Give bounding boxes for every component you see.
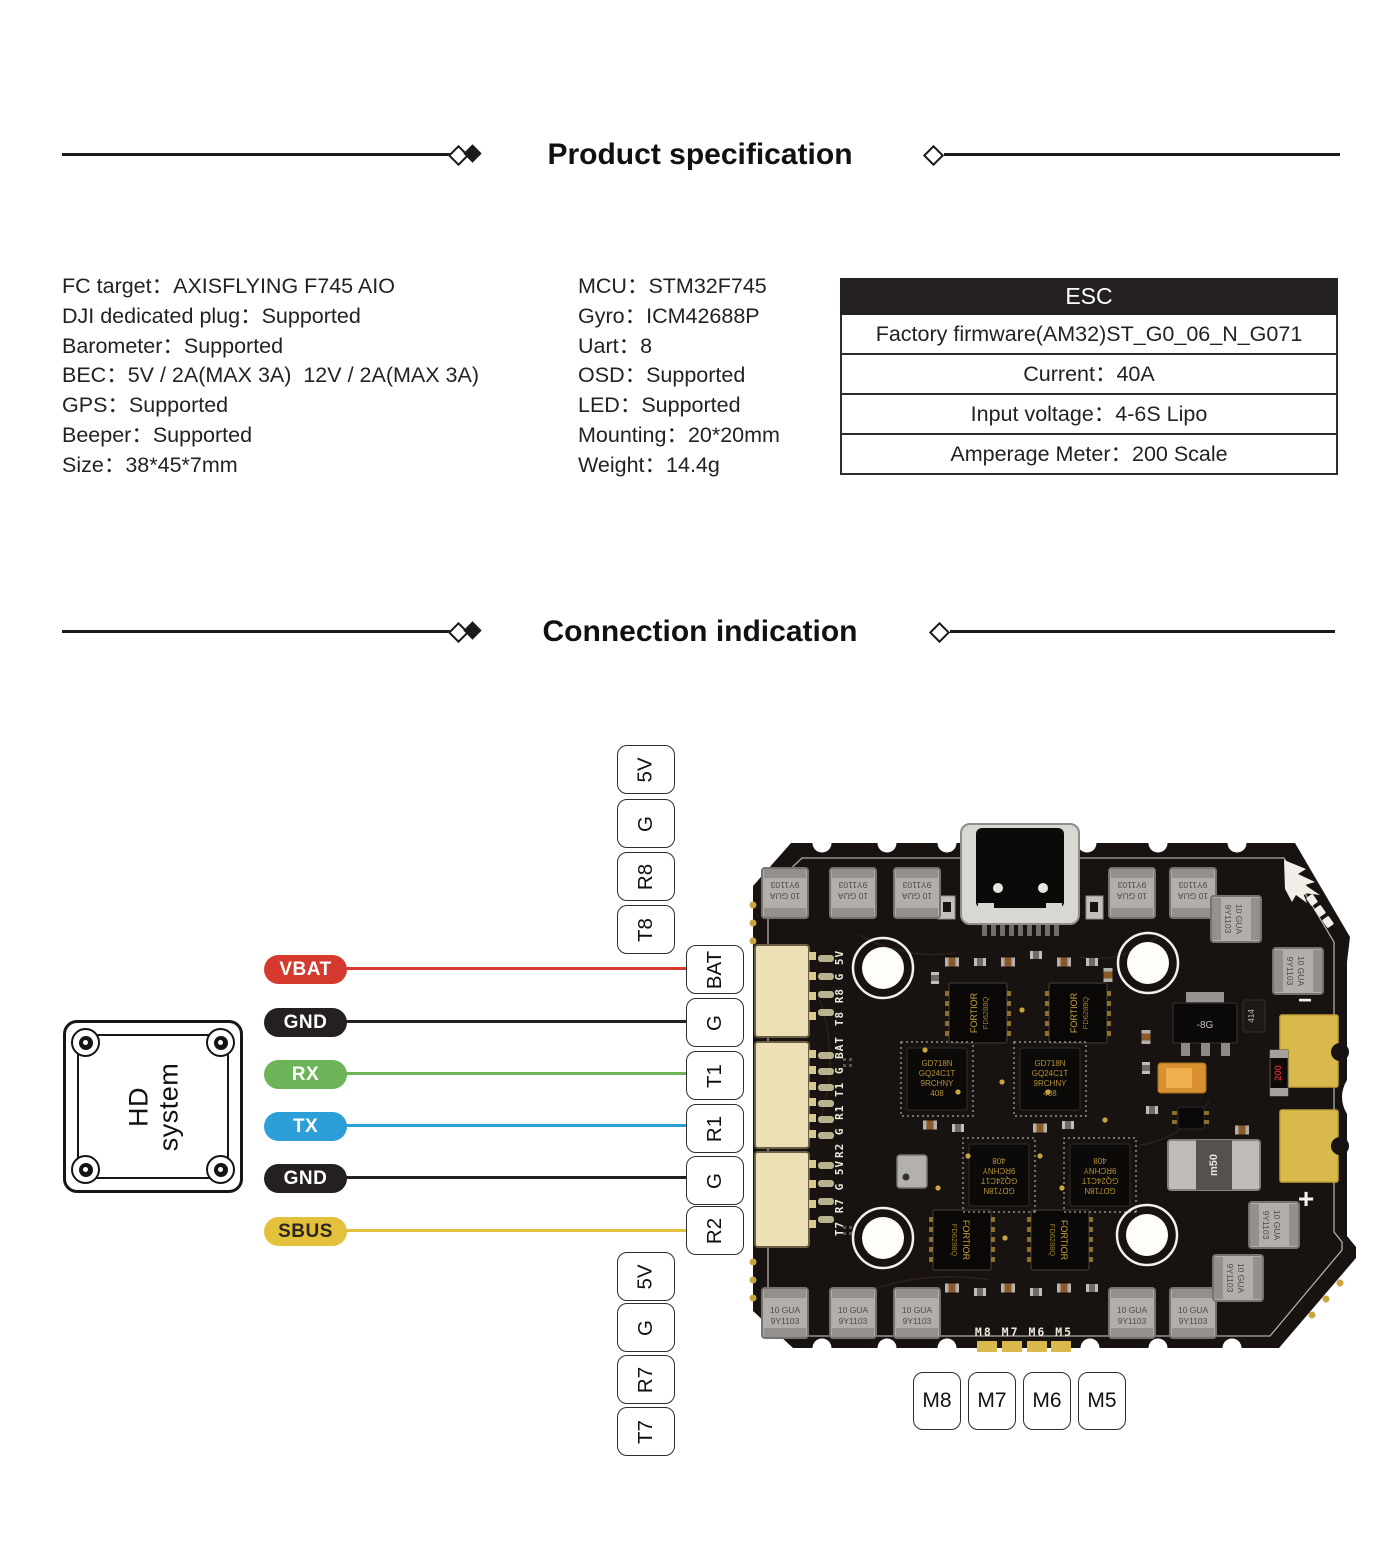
wire-rx	[345, 1072, 689, 1075]
spec-line: Gyro：ICM42688P	[578, 303, 760, 328]
esc-table-header: ESC	[840, 278, 1338, 315]
screw-icon	[206, 1028, 235, 1057]
svg-text:414: 414	[1247, 1009, 1256, 1023]
spec-line: Uart：8	[578, 333, 653, 358]
hd-system-inner-frame	[77, 1034, 229, 1179]
plus-mark: +	[1298, 1183, 1314, 1214]
screw-icon	[71, 1155, 100, 1184]
title-rule-left	[62, 153, 452, 156]
edge-notches	[812, 833, 1247, 1357]
esc-table-row: Factory firmware(AM32)ST_G0_06_N_G071	[840, 315, 1338, 355]
pad-label-r7: R7	[617, 1355, 675, 1404]
motor-label-m5: M5	[1078, 1372, 1126, 1430]
pad-label-g: G	[686, 998, 744, 1047]
esc-table-row: Current：40A	[840, 355, 1338, 395]
spec-line: OSD：Supported	[578, 363, 746, 388]
small-ic	[1172, 1106, 1209, 1130]
wire-tx	[345, 1124, 689, 1127]
title-rule-right	[950, 630, 1335, 633]
silk-dots	[843, 1058, 852, 1235]
wire-gnd2	[345, 1176, 689, 1179]
pill-gnd2: GND	[264, 1164, 347, 1193]
pad-label-g2: G	[686, 1156, 744, 1205]
title-rule-right	[944, 153, 1340, 156]
mounting-holes	[851, 931, 1180, 1270]
pad-label-g: G	[617, 799, 675, 848]
spec-line: Beeper：Supported	[62, 422, 253, 447]
pad-label-t7: T7	[617, 1407, 675, 1456]
spec-column-1: FC target：AXISFLYING F745 AIO DJI dedicat…	[62, 272, 479, 481]
pill-sbus: SBUS	[264, 1217, 347, 1246]
spec-line: Weight：14.4g	[578, 452, 720, 477]
screw-icon	[206, 1155, 235, 1184]
battery-pads: − +	[1279, 987, 1349, 1214]
motor-label-m8: M8	[913, 1372, 961, 1430]
barometer-chip	[896, 1154, 928, 1189]
usb-c-connector	[937, 823, 1104, 936]
esc-table: ESC Factory firmware(AM32)ST_G0_06_N_G07…	[840, 278, 1338, 475]
esc-table-row: Amperage Meter：200 Scale	[840, 435, 1338, 475]
vias	[922, 1007, 1108, 1241]
spec-line: Mounting：20*20mm	[578, 422, 780, 447]
svg-text:T8 R8 G 5V: T8 R8 G 5V	[833, 950, 846, 1026]
spec-line: Barometer：Supported	[62, 333, 284, 358]
svg-text:M8 M7 M6 M5: M8 M7 M6 M5	[975, 1325, 1073, 1339]
spec-line: Size：38*45*7mm	[62, 452, 238, 477]
pad-label-5v: 5V	[617, 1252, 675, 1301]
spec-line: MCU：STM32F745	[578, 274, 767, 298]
wire-vbat	[345, 967, 689, 970]
pad-label-r1: R1	[686, 1104, 744, 1153]
pad-label-t8: T8	[617, 905, 675, 954]
spec-line: BEC：5V / 2A(MAX 3A) 12V / 2A(MAX 3A)	[62, 363, 480, 388]
shunt-resistor-200: 200	[1269, 1049, 1289, 1097]
pad-label-5v: 5V	[617, 745, 675, 794]
motor-pads	[977, 1341, 1071, 1352]
svg-text:R2 G R1 T1 G BAT: R2 G R1 T1 G BAT	[833, 1036, 846, 1158]
svg-text:-8G: -8G	[1197, 1020, 1214, 1031]
page-title: Product specification	[547, 138, 853, 171]
spec-line: GPS：Supported	[62, 393, 229, 418]
esc-table-row: Input voltage：4-6S Lipo	[840, 395, 1338, 435]
pill-tx: TX	[264, 1112, 347, 1141]
fuse-m50: m50	[1167, 1139, 1261, 1191]
pad-label-t1: T1	[686, 1051, 744, 1100]
wire-gnd	[345, 1020, 689, 1023]
voltage-regulator: -8G 414	[1172, 992, 1266, 1056]
section-title: Connection indication	[542, 615, 858, 648]
spec-line: FC target：AXISFLYING F745 AIO	[62, 274, 395, 298]
motor-label-m7: M7	[968, 1372, 1016, 1430]
pad-label-bat: BAT	[686, 945, 744, 994]
pad-label-r8: R8	[617, 852, 675, 901]
tantalum-capacitor	[1157, 1062, 1207, 1094]
svg-text:m50: m50	[1208, 1154, 1220, 1176]
pill-vbat: VBAT	[264, 955, 347, 984]
motor-label-m6: M6	[1023, 1372, 1071, 1430]
jst-connectors	[754, 944, 834, 1248]
minus-mark: −	[1298, 987, 1312, 1014]
pill-rx: RX	[264, 1060, 347, 1089]
axisflying-logo-icon	[1284, 860, 1334, 928]
svg-text:200: 200	[1273, 1065, 1284, 1081]
pad-label-g: G	[617, 1303, 675, 1352]
spec-line: DJI dedicated plug：Supported	[62, 303, 361, 328]
screw-icon	[71, 1028, 100, 1057]
svg-text:T7 R7 G 5V: T7 R7 G 5V	[833, 1160, 846, 1236]
spec-line: LED：Supported	[578, 393, 741, 418]
pad-label-r2: R2	[686, 1206, 744, 1255]
flight-controller-pcb: 10 GUA 9Y1103 FORTIOR FD6288Q GD718N GQ2…	[749, 823, 1356, 1357]
silkscreen-labels: T8 R8 G 5V R2 G R1 T1 G BAT T7 R7 G 5V M…	[833, 950, 1073, 1339]
wire-sbus	[345, 1229, 689, 1232]
pill-gnd: GND	[264, 1008, 347, 1037]
castellation-pads	[749, 901, 1344, 1319]
title-rule-left	[62, 630, 452, 633]
